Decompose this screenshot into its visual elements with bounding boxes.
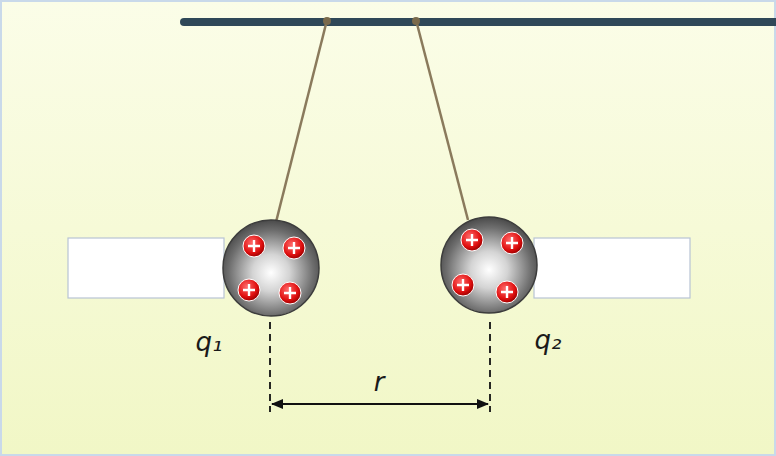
knot	[323, 17, 331, 25]
dashed-guide	[269, 322, 271, 412]
charge-label: q₁	[196, 328, 223, 357]
support-bar	[184, 18, 776, 26]
blank-box	[534, 238, 690, 298]
thread	[276, 20, 327, 222]
knot	[412, 17, 420, 25]
charged-sphere	[223, 220, 319, 316]
charge-label: q₂	[535, 326, 562, 355]
distance-arrow	[272, 403, 488, 405]
blank-box	[68, 238, 224, 298]
thread	[416, 20, 468, 220]
dashed-guide	[489, 322, 491, 412]
charged-sphere	[441, 217, 537, 313]
distance-label: r	[374, 368, 385, 397]
